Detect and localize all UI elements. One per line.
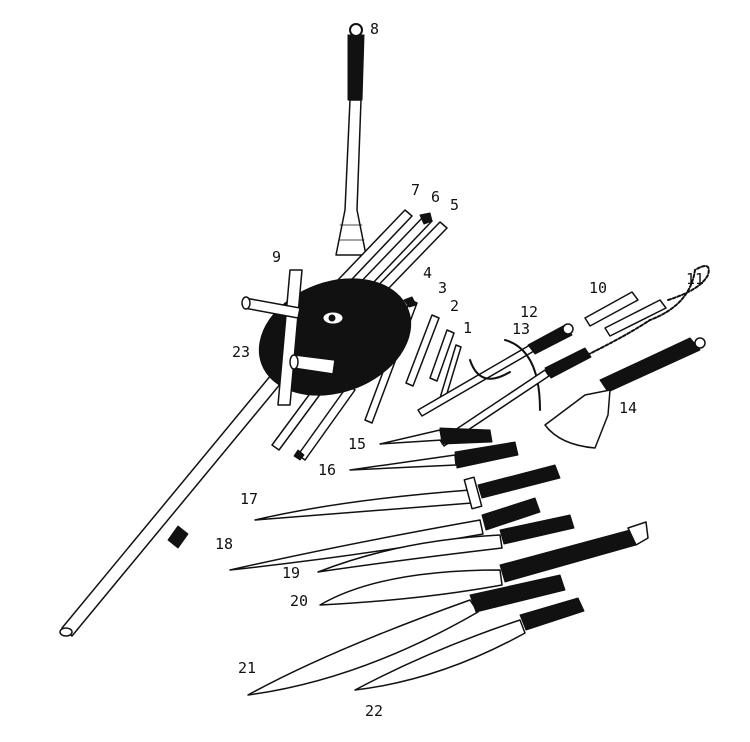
- machete-20: [319, 521, 649, 606]
- label-10: 10: [589, 279, 608, 297]
- nunchaku-10-11: [559, 265, 710, 369]
- label-15: 15: [348, 435, 367, 453]
- cleaver-14: [544, 337, 706, 449]
- club-8: [335, 23, 367, 256]
- label-14: 14: [619, 399, 638, 417]
- sai-12-13: [417, 323, 592, 447]
- label-13: 13: [512, 320, 531, 338]
- lower-sticks: [271, 379, 356, 461]
- knives-15-16: [349, 427, 519, 471]
- kukri-22: [354, 597, 585, 691]
- label-3: 3: [438, 279, 448, 297]
- label-16: 16: [318, 461, 337, 479]
- label-7: 7: [411, 181, 421, 199]
- sword-18: [229, 497, 541, 571]
- label-20: 20: [290, 592, 309, 610]
- label-2: 2: [450, 297, 460, 315]
- label-8: 8: [370, 20, 380, 38]
- label-5: 5: [450, 196, 460, 214]
- label-11: 11: [686, 270, 705, 288]
- label-6: 6: [431, 188, 441, 206]
- frame-9: [241, 269, 336, 406]
- kukri-21: [247, 574, 566, 696]
- label-23: 23: [232, 343, 251, 361]
- sword-19: [317, 514, 575, 573]
- label-21: 21: [238, 659, 257, 677]
- label-4: 4: [423, 264, 433, 282]
- label-17: 17: [240, 490, 259, 508]
- sword-17: [254, 464, 561, 521]
- label-12: 12: [520, 303, 539, 321]
- label-1: 1: [463, 319, 473, 337]
- label-9: 9: [272, 248, 282, 266]
- label-19: 19: [282, 564, 301, 582]
- long-staff: [59, 339, 311, 637]
- label-22: 22: [365, 702, 384, 720]
- label-18: 18: [215, 535, 234, 553]
